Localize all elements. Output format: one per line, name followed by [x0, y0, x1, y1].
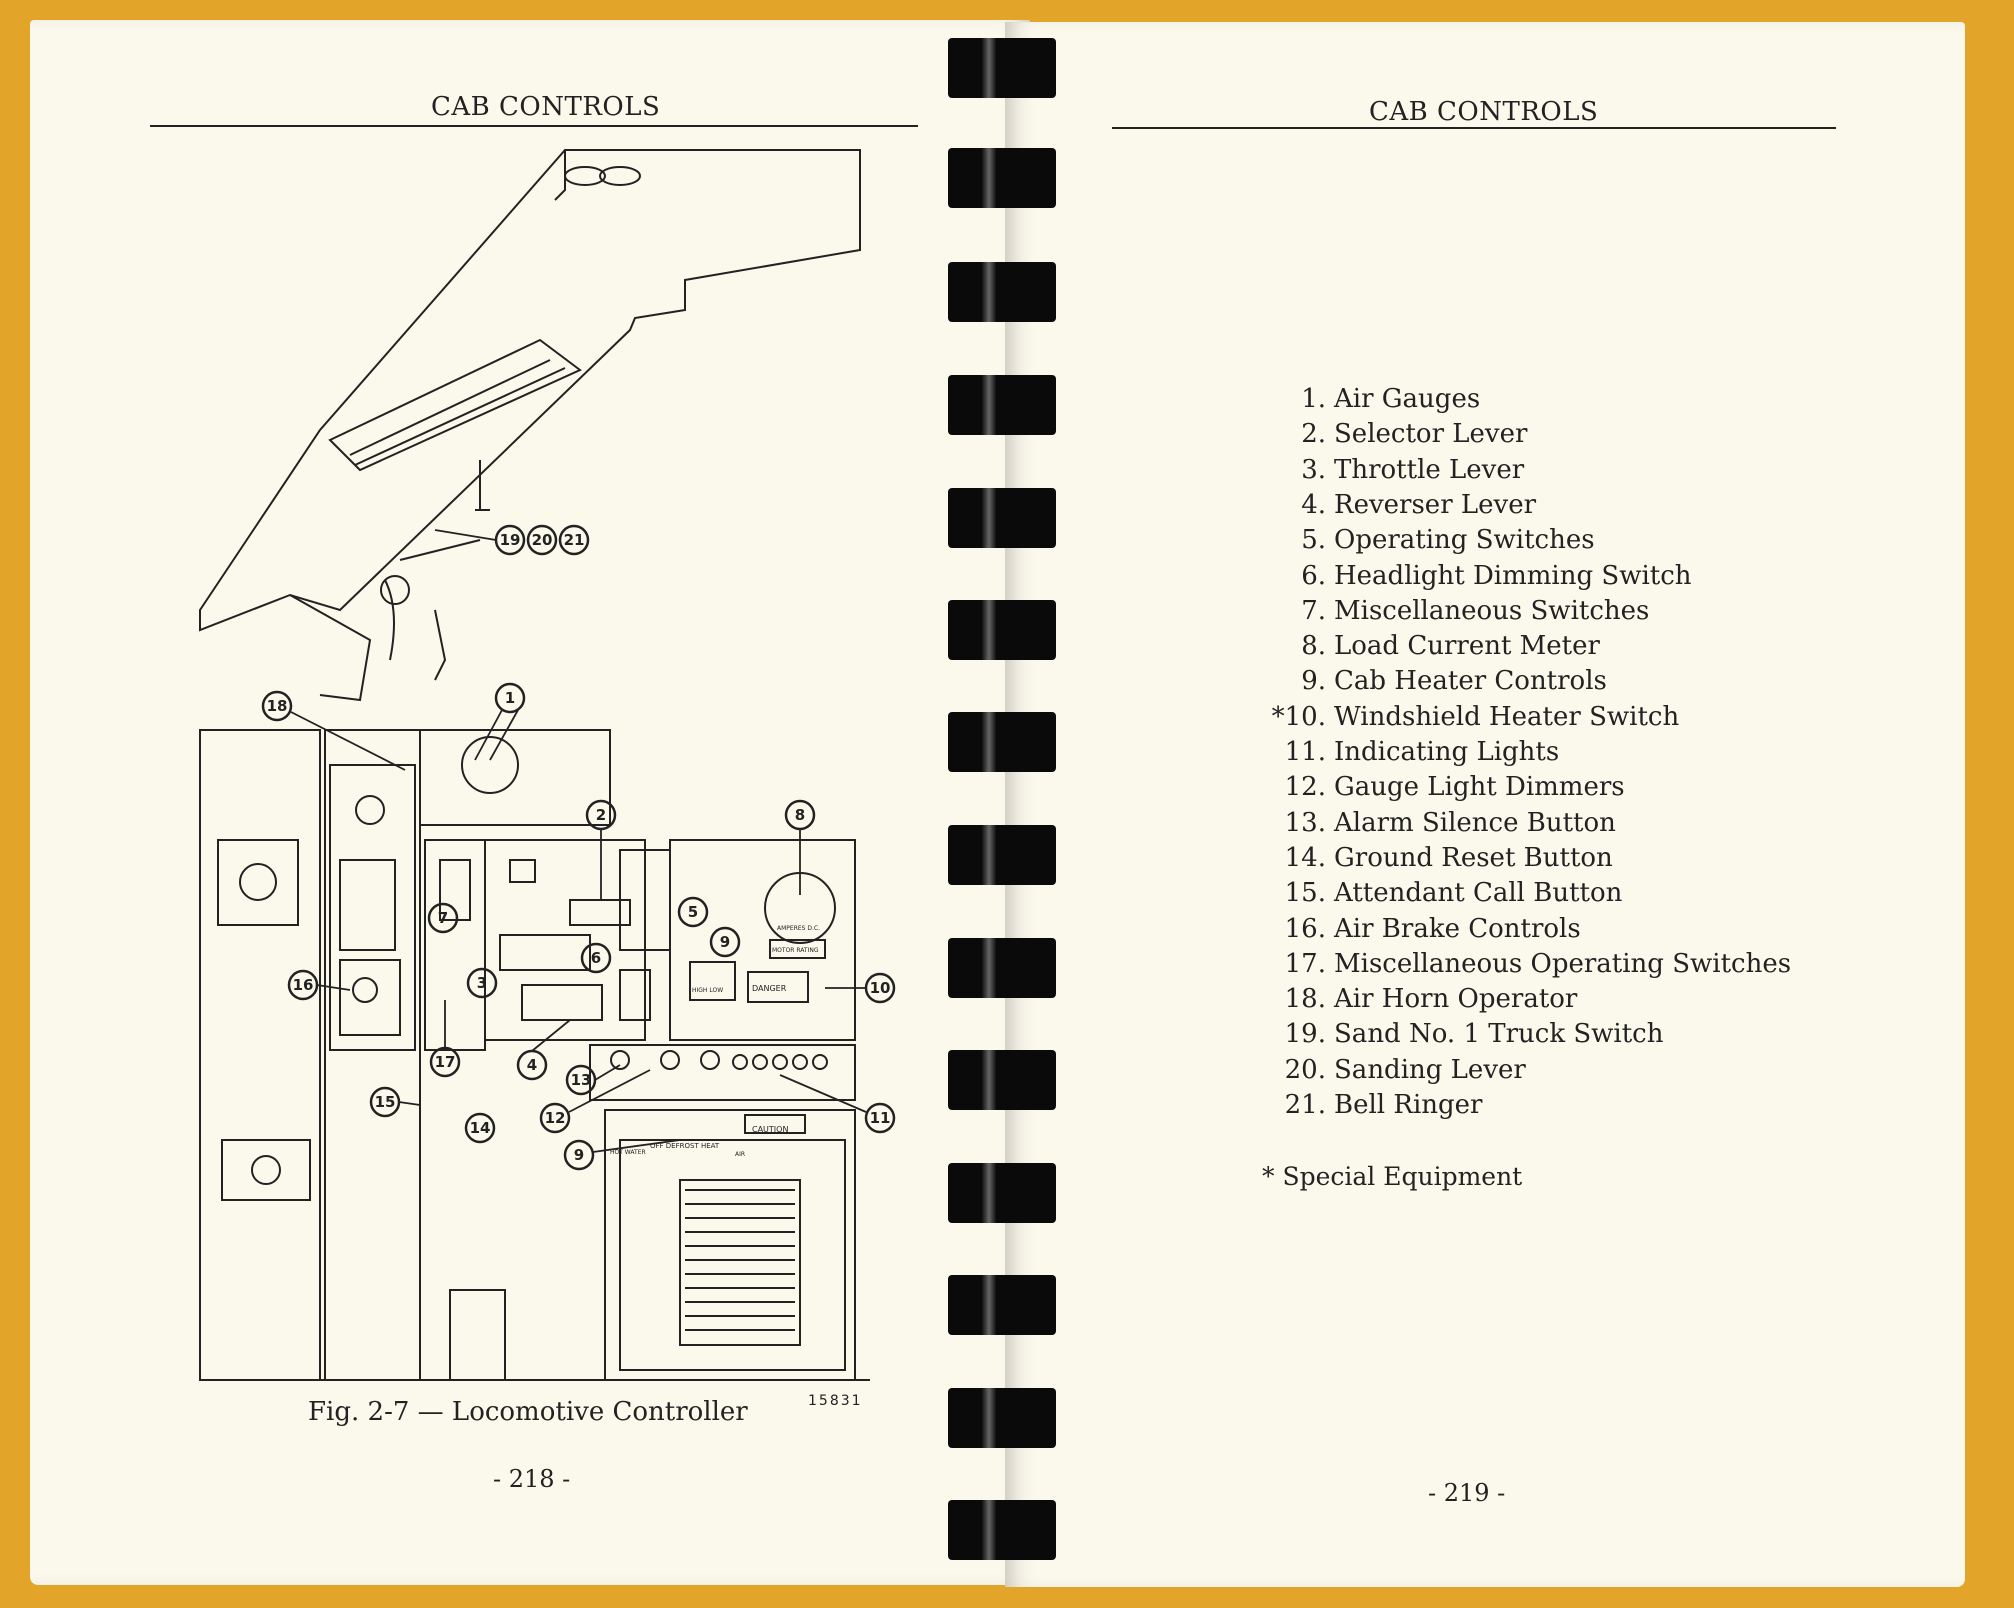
air-label: AIR: [735, 1151, 745, 1158]
callout-4: 4: [527, 1056, 537, 1074]
upper-console-drawing: [199, 149, 861, 702]
right-header-rule: [1112, 127, 1836, 129]
binding-coil: [948, 825, 1056, 885]
right-page: [1005, 22, 1965, 1587]
motor-rating-label: MOTOR RATING: [772, 947, 819, 954]
callout-17: 17: [435, 1053, 456, 1071]
callout-10: 10: [870, 979, 891, 997]
binding-coil: [948, 38, 1056, 98]
callout-9a: 9: [720, 933, 730, 951]
binding-coil: [948, 488, 1056, 548]
callout-1: 1: [505, 689, 515, 707]
callout-8: 8: [795, 806, 805, 824]
binding-coil: [948, 375, 1056, 435]
binding-coil: [948, 1388, 1056, 1448]
heater-label: OFF DEFROST HEAT: [650, 1142, 720, 1150]
callout-2: 2: [596, 806, 606, 824]
high-low-label: HIGH LOW: [692, 987, 723, 994]
left-page-header: CAB CONTROLS: [431, 92, 661, 122]
leader-lines: [290, 529, 867, 1153]
callout-12: 12: [545, 1109, 566, 1127]
amperes-label: AMPERES D.C.: [777, 925, 820, 932]
figure-caption: Fig. 2-7 — Locomotive Controller: [308, 1397, 748, 1427]
controller-stand-drawing: [199, 729, 870, 1381]
binding-coil: [948, 712, 1056, 772]
binding-coil: [948, 1163, 1056, 1223]
locomotive-controller-diagram: CAUTION DANGER AMPERES D.C. MOTOR RATING…: [199, 149, 896, 1381]
danger-label: DANGER: [752, 984, 787, 993]
right-page-number: - 219 -: [1428, 1479, 1506, 1507]
callout-6: 6: [591, 949, 601, 967]
callout-19: 19: [500, 531, 521, 549]
left-page: [30, 20, 1030, 1585]
callout-15: 15: [375, 1093, 396, 1111]
binding-coil: [948, 1500, 1056, 1560]
callout-21: 21: [564, 531, 585, 549]
binding-coil: [948, 148, 1056, 208]
binding-coil: [948, 938, 1056, 998]
callout-16: 16: [293, 976, 314, 994]
callout-7: 7: [438, 909, 448, 927]
callout-3: 3: [477, 974, 487, 992]
caution-label: CAUTION: [752, 1125, 788, 1134]
binding-coil: [948, 262, 1056, 322]
binding-coil: [948, 1275, 1056, 1335]
callout-13: 13: [571, 1071, 592, 1089]
drawing-number: 15831: [808, 1393, 863, 1409]
callout-9b: 9: [574, 1146, 584, 1164]
callout-18: 18: [267, 697, 288, 715]
special-equipment-note: * Special Equipment: [1262, 1162, 1523, 1191]
left-header-rule: [150, 125, 918, 127]
left-page-number: - 218 -: [493, 1465, 571, 1493]
spiral-binding: [945, 0, 1065, 1608]
callout-14: 14: [470, 1119, 491, 1137]
hot-water-label: HOT WATER: [610, 1149, 646, 1156]
right-page-header: CAB CONTROLS: [1369, 97, 1599, 127]
binding-coil: [948, 1050, 1056, 1110]
callout-11: 11: [870, 1109, 891, 1127]
callout-20: 20: [532, 531, 553, 549]
binding-coil: [948, 600, 1056, 660]
callout-5: 5: [688, 903, 698, 921]
